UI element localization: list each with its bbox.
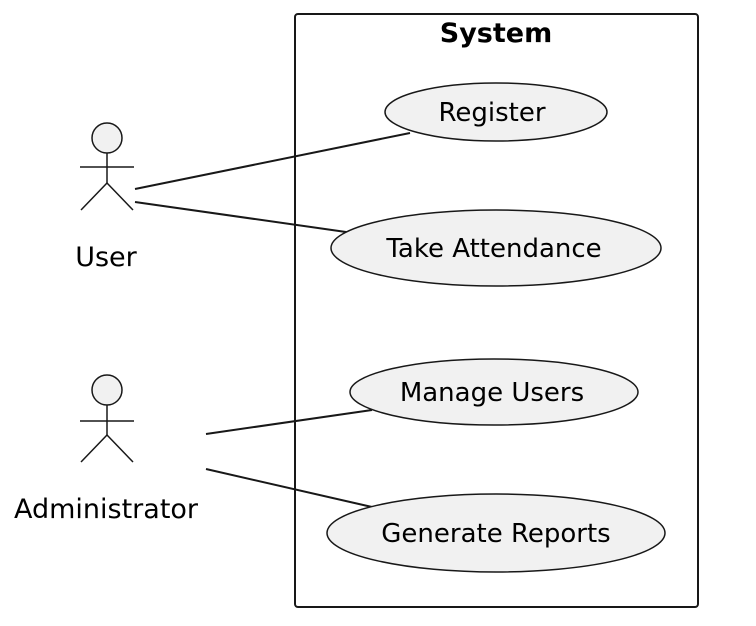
use-case-register[interactable]: Register — [384, 82, 608, 142]
use-case-ellipse — [349, 358, 639, 426]
association-user-register — [134, 132, 411, 190]
system-boundary-box — [294, 13, 699, 608]
use-case-take-attendance[interactable]: Take Attendance — [330, 209, 662, 287]
actor-label: Administrator — [14, 494, 199, 525]
use-case-label: Register — [438, 98, 545, 128]
use-case-ellipse — [326, 493, 666, 573]
use-case-label: Generate Reports — [381, 519, 610, 549]
system-title: System — [440, 18, 552, 49]
association-administrator-manage-users — [205, 409, 373, 435]
association-user-take-attendance — [134, 201, 354, 234]
actor-administrator[interactable]: Administrator — [14, 374, 199, 525]
association-administrator-generate-reports — [205, 468, 373, 508]
use-case-generate-reports[interactable]: Generate Reports — [326, 493, 666, 573]
stick-figure-icon — [80, 122, 134, 211]
actor-user[interactable]: User — [75, 122, 138, 273]
stick-figure-icon — [80, 374, 134, 463]
use-case-label: Take Attendance — [385, 234, 601, 264]
use-case-label: Manage Users — [400, 378, 584, 408]
use-case-manage-users[interactable]: Manage Users — [349, 358, 639, 426]
use-case-ellipse — [384, 82, 608, 142]
actor-label: User — [75, 242, 137, 273]
associations — [134, 132, 411, 508]
system-boundary: System — [294, 13, 699, 608]
use-case-ellipse — [330, 209, 662, 287]
